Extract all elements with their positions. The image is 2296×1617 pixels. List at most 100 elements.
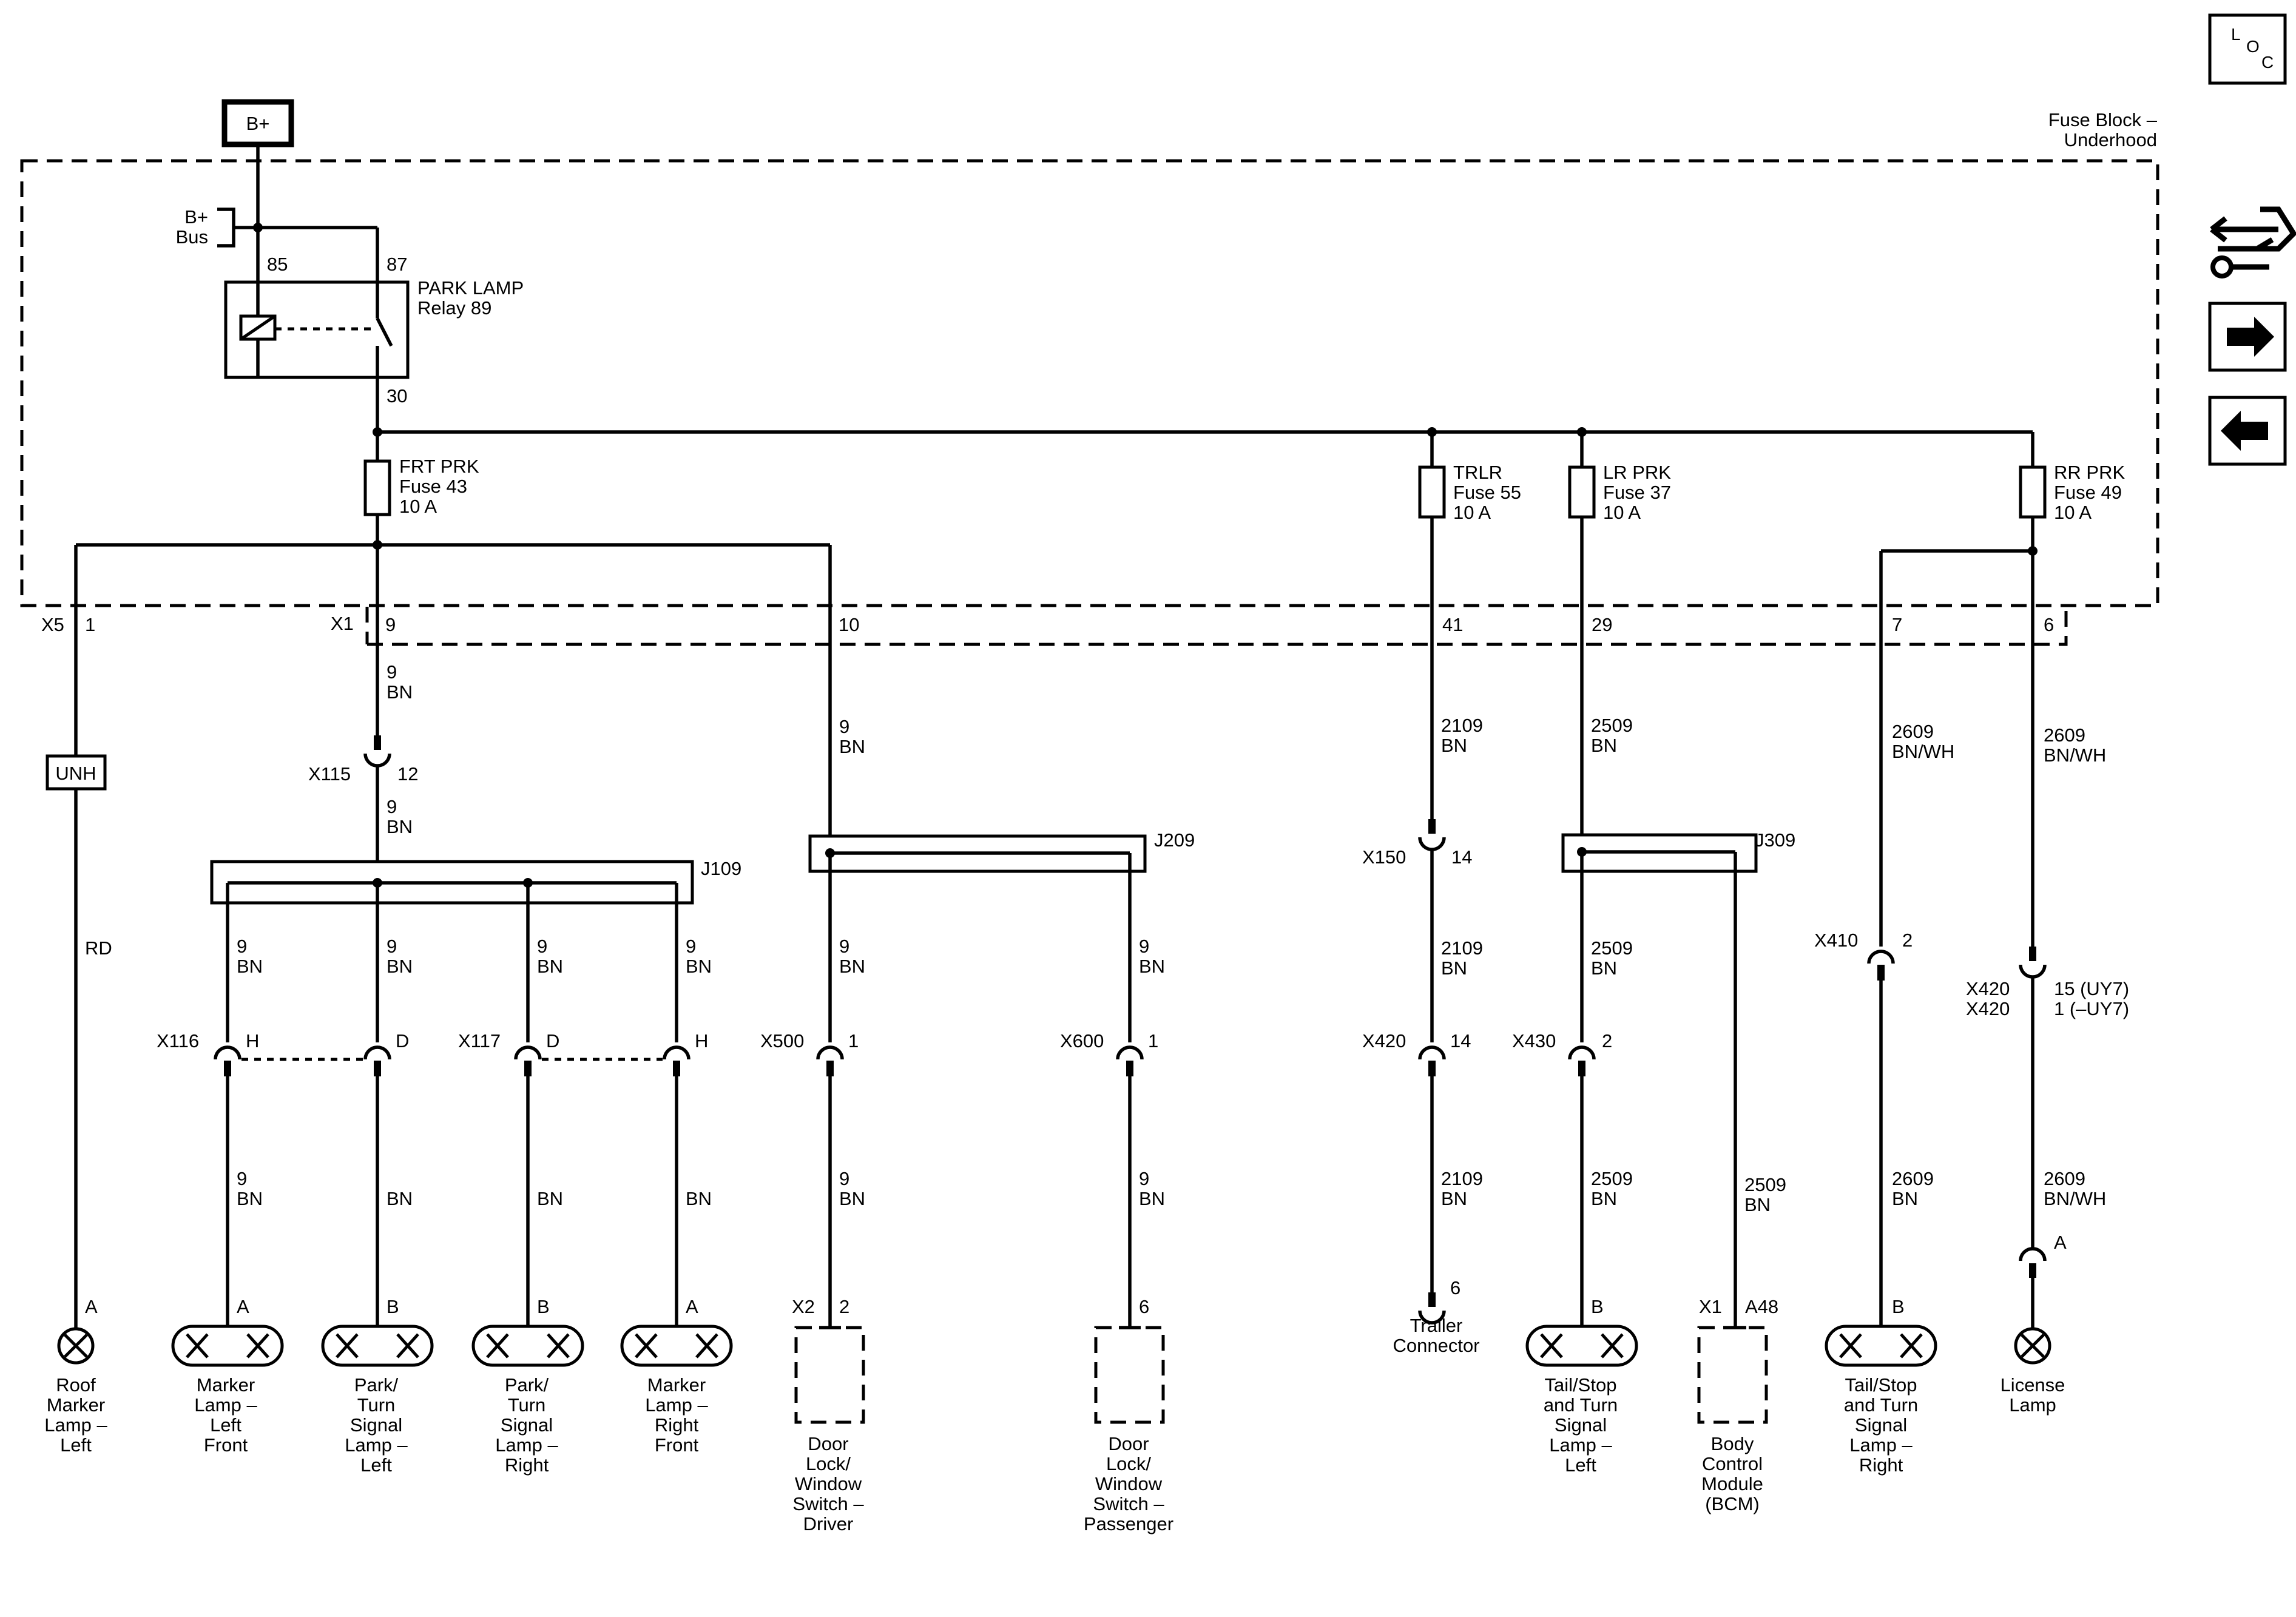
door-switch-driver-label: Door Lock/ Window Switch – Driver	[792, 1433, 864, 1534]
wire-9-label: 9	[839, 936, 849, 957]
wire-bnwh-label: BN/WH	[1892, 741, 1954, 762]
fuse-block-title: Fuse Block –	[2048, 109, 2158, 130]
fuse-lr-prk	[1568, 465, 1596, 519]
marker-lamp-left-front-label: Marker Lamp – Left Front	[194, 1374, 257, 1456]
wire-bn-label: BN	[1892, 1188, 1918, 1209]
svg-text:L: L	[2231, 25, 2241, 44]
relay-pin-85: 85	[267, 254, 288, 275]
bus-label-top: B+	[184, 206, 208, 228]
x2-label: X2	[792, 1296, 815, 1317]
wire-bn-label: BN	[1744, 1194, 1771, 1215]
fuse-43-rating: 10 A	[399, 496, 437, 517]
x115-pin: 12	[397, 763, 418, 785]
bus-bracket	[217, 208, 235, 248]
wire-bn-label: BN	[839, 956, 865, 977]
wire-2509-label: 2509	[1744, 1174, 1786, 1195]
relay-switch-arm	[376, 317, 393, 347]
connector-tool-icon[interactable]	[2210, 206, 2296, 279]
bcm-module	[1697, 1326, 1768, 1424]
relay-number: Relay 89	[417, 297, 491, 319]
svg-text:Lamp –: Lamp –	[44, 1414, 107, 1436]
location-icon[interactable]: L O C	[2208, 13, 2287, 85]
tail-right-pin: B	[1892, 1296, 1905, 1317]
svg-text:Front: Front	[655, 1434, 699, 1456]
trailer-pin: 6	[1450, 1277, 1460, 1298]
svg-text:Marker: Marker	[197, 1374, 255, 1396]
x430-connector-icon	[1570, 1047, 1594, 1076]
svg-text:Lock/: Lock/	[806, 1453, 851, 1474]
fuse-block-subtitle: Underhood	[2064, 129, 2157, 150]
x420-uy7-connector-icon	[2019, 964, 2047, 979]
wire-2109-label: 2109	[1441, 1168, 1483, 1189]
svg-text:Left: Left	[210, 1414, 241, 1436]
x430-pin: 2	[1602, 1030, 1612, 1052]
svg-text:Window: Window	[1095, 1473, 1163, 1494]
svg-text:Control: Control	[1702, 1453, 1763, 1474]
svg-text:Tail/Stop: Tail/Stop	[1545, 1374, 1617, 1396]
x500-pin: 1	[848, 1030, 859, 1052]
fuse-37-name: LR PRK	[1603, 462, 1671, 483]
svg-text:D: D	[396, 1030, 409, 1052]
svg-text:Lamp –: Lamp –	[345, 1434, 408, 1456]
svg-text:Left: Left	[60, 1434, 92, 1456]
svg-text:Turn: Turn	[357, 1394, 396, 1416]
x116-connector: X116 H D	[157, 1030, 409, 1076]
wire-2609-label: 2609	[2044, 1168, 2085, 1189]
svg-text:Module: Module	[1701, 1473, 1763, 1494]
wire-bn-label: BN	[237, 1188, 263, 1209]
door-switch-passenger-label: Door Lock/ Window Switch – Passenger	[1084, 1433, 1173, 1534]
svg-text:O: O	[2246, 37, 2260, 56]
park-turn-lamp-right-icon	[473, 1326, 582, 1365]
x600-label: X600	[1060, 1030, 1104, 1052]
wire-bn-label: BN	[387, 681, 413, 703]
roof-marker-lamp-label: Roof Marker Lamp – Left	[44, 1374, 107, 1456]
svg-text:Lamp –: Lamp –	[1849, 1434, 1913, 1456]
wire-bn-label: BN	[1591, 957, 1617, 979]
svg-text:Left: Left	[1565, 1454, 1596, 1476]
svg-text:Signal: Signal	[1855, 1414, 1907, 1436]
svg-text:Right: Right	[655, 1414, 699, 1436]
relay-pin-30: 30	[387, 385, 407, 407]
fuse-37-number: Fuse 37	[1603, 482, 1671, 503]
fuse-55-rating: 10 A	[1453, 502, 1491, 523]
svg-text:9: 9	[686, 936, 696, 957]
fuse-rr-prk	[2019, 465, 2047, 519]
x420-uy7-label: X420	[1966, 978, 2010, 999]
svg-text:Lamp –: Lamp –	[1549, 1434, 1612, 1456]
svg-text:Right: Right	[1859, 1454, 1903, 1476]
j209-label: J209	[1154, 829, 1195, 851]
marker-lamp-right-front-icon	[622, 1326, 731, 1365]
wire-bn-label: BN	[387, 816, 413, 837]
wire-2609-label: 2609	[1892, 1168, 1934, 1189]
fuse-55-number: Fuse 55	[1453, 482, 1521, 503]
x410-connector-icon	[1869, 951, 1893, 981]
svg-text:Marker: Marker	[647, 1374, 706, 1396]
fuse-49-rating: 10 A	[2054, 502, 2092, 523]
wire-bn-label: BN	[537, 1188, 563, 1209]
svg-text:Park/: Park/	[505, 1374, 549, 1396]
power-source-b-plus: B+	[221, 99, 294, 147]
wire-9-label: 9	[237, 1168, 247, 1189]
svg-text:Door: Door	[808, 1433, 848, 1454]
next-arrow-icon[interactable]	[2208, 302, 2287, 372]
previous-arrow-icon[interactable]	[2208, 396, 2287, 466]
roof-marker-lamp-icon	[59, 1329, 93, 1363]
svg-text:and Turn: and Turn	[1544, 1394, 1618, 1416]
svg-text:Lamp: Lamp	[2009, 1394, 2056, 1416]
svg-text:Tail/Stop: Tail/Stop	[1845, 1374, 1917, 1396]
svg-text:Trailer: Trailer	[1410, 1315, 1463, 1336]
fuse-block-outline	[20, 159, 2159, 607]
svg-text:Left: Left	[360, 1454, 392, 1476]
svg-text:Door: Door	[1108, 1433, 1149, 1454]
svg-text:BN: BN	[537, 956, 563, 977]
svg-text:Marker: Marker	[47, 1394, 105, 1416]
svg-text:H: H	[695, 1030, 708, 1052]
wire-bn-label: BN	[1139, 956, 1165, 977]
license-lamp-connector-icon	[2019, 1247, 2047, 1261]
marker-lamp-left-front-icon	[173, 1326, 282, 1365]
svg-text:Right: Right	[505, 1454, 549, 1476]
fuse-49-number: Fuse 49	[2054, 482, 2122, 503]
branch-park-turn-right: 9 BN	[526, 903, 563, 1042]
x600-pin: 1	[1148, 1030, 1158, 1052]
svg-text:Roof: Roof	[56, 1374, 96, 1396]
